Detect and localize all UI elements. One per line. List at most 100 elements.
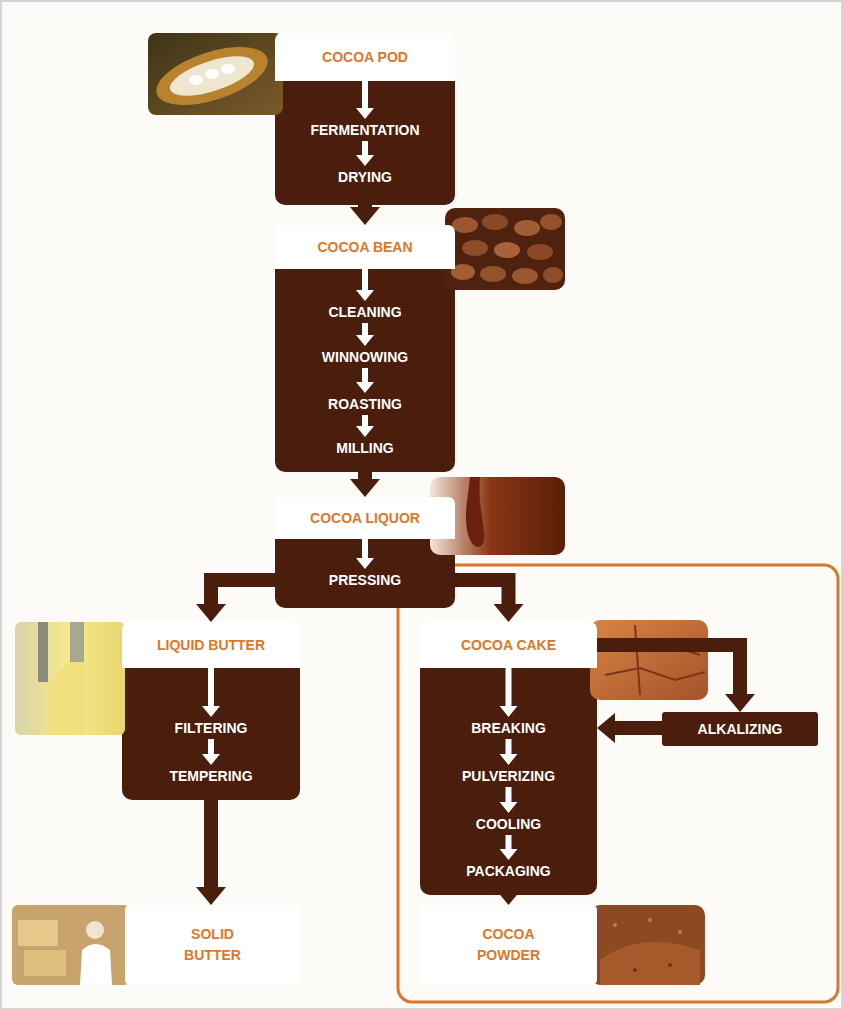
product-header: COCOA BEAN <box>275 225 455 269</box>
node-label: COCOA CAKE <box>461 637 556 653</box>
node-label: BREAKING <box>471 720 546 736</box>
process-step: COOLING <box>420 813 597 835</box>
bean <box>462 240 488 256</box>
pod-pulp <box>166 48 259 104</box>
flow-arrow <box>211 580 275 604</box>
solid-butter-photo <box>12 905 130 985</box>
bean <box>540 214 562 230</box>
node-label: PACKAGING <box>466 863 551 879</box>
powder-grain <box>668 963 672 967</box>
pod-seed <box>221 64 235 74</box>
cake-photo <box>590 620 708 700</box>
product-header: LIQUID BUTTER <box>122 622 300 668</box>
node-label: COCOA POWDER <box>469 924 549 966</box>
flow-arrow <box>362 368 368 382</box>
flow-arrow <box>506 835 512 849</box>
flow-arrow <box>506 739 512 754</box>
node-label: FERMENTATION <box>310 122 419 138</box>
photo-ground <box>445 208 565 290</box>
process-panel <box>275 225 455 472</box>
flow-arrow <box>502 882 516 887</box>
node-label: COCOA POD <box>322 49 408 65</box>
pod-seed <box>189 75 203 85</box>
process-step: CLEANING <box>275 301 455 323</box>
photo-ground <box>590 620 708 700</box>
liquor-drip <box>466 477 484 547</box>
photo-ground <box>590 905 705 985</box>
bean <box>543 267 563 283</box>
worker-head <box>86 921 104 939</box>
process-step: PRESSING <box>275 569 455 591</box>
pod-seed <box>205 69 219 79</box>
process-step: DRYING <box>275 166 455 188</box>
cake-crack <box>600 625 705 695</box>
process-panel <box>275 33 455 205</box>
node-label: WINNOWING <box>322 349 408 365</box>
process-box: ALKALIZING <box>662 712 818 746</box>
flow-arrow <box>358 188 372 207</box>
powder-photo <box>590 905 705 985</box>
pod-photo <box>148 33 283 117</box>
flow-arrow <box>506 787 512 802</box>
node-label: COCOA BEAN <box>317 239 412 255</box>
photo-ground <box>15 622 125 735</box>
process-panel <box>275 497 455 608</box>
bean <box>514 220 540 236</box>
process-step: WINNOWING <box>275 346 455 368</box>
product-header: COCOA CAKE <box>420 622 597 668</box>
process-step: BREAKING <box>420 717 597 739</box>
process-step: TEMPERING <box>122 765 300 787</box>
group-frame <box>398 565 838 1002</box>
powder-grain <box>648 918 652 922</box>
process-step: PACKAGING <box>420 860 597 882</box>
powder-grain <box>613 923 617 927</box>
flow-arrow <box>362 141 368 155</box>
butter-flow <box>48 662 84 735</box>
butter-block <box>18 920 58 946</box>
node-label: TEMPERING <box>169 768 252 784</box>
worker-body <box>80 944 112 985</box>
flow-arrow <box>597 645 740 694</box>
process-panel <box>420 622 597 895</box>
process-step: PULVERIZING <box>420 765 597 787</box>
process-step: FILTERING <box>122 717 300 739</box>
flow-arrow <box>362 269 368 290</box>
product-header: COCOA POD <box>275 33 455 81</box>
bean <box>494 242 520 258</box>
bean <box>452 217 478 233</box>
node-label: ROASTING <box>328 396 402 412</box>
node-label: PRESSING <box>329 572 401 588</box>
node-label: SOLID BUTTER <box>173 924 253 966</box>
node-label: LIQUID BUTTER <box>157 637 265 653</box>
flow-arrow <box>204 787 218 887</box>
flow-arrow <box>506 668 512 706</box>
product-box: SOLID BUTTER <box>125 905 300 985</box>
photo-ground <box>12 905 130 985</box>
node-label: FILTERING <box>175 720 248 736</box>
node-label: COOLING <box>476 816 541 832</box>
node-label: PULVERIZING <box>462 768 555 784</box>
bean <box>482 214 508 230</box>
process-step: FERMENTATION <box>275 119 455 141</box>
bean <box>480 266 506 282</box>
flow-arrow <box>358 459 372 479</box>
flow-arrow <box>362 323 368 335</box>
butter-block <box>24 950 66 976</box>
flow-arrow <box>208 739 214 754</box>
process-step: MILLING <box>275 437 455 459</box>
node-label: DRYING <box>338 169 392 185</box>
powder-heap <box>600 942 700 985</box>
bean <box>512 268 538 284</box>
node-label: ALKALIZING <box>698 721 783 737</box>
product-box: COCOA POWDER <box>420 905 597 985</box>
node-label: COCOA LIQUOR <box>310 510 420 526</box>
beans-photo <box>445 208 565 290</box>
node-label: CLEANING <box>328 304 401 320</box>
process-step: ROASTING <box>275 393 455 415</box>
powder-grain <box>633 968 637 972</box>
pod-shell <box>149 35 274 116</box>
flow-arrow <box>615 721 662 735</box>
flow-arrow <box>362 539 368 558</box>
butter-photo <box>15 622 125 735</box>
node-label: MILLING <box>336 440 394 456</box>
